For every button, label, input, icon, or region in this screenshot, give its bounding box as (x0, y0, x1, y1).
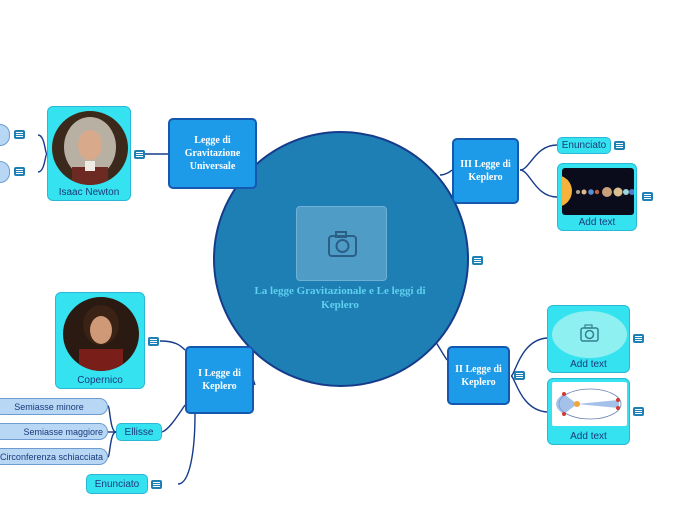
notes-icon[interactable] (633, 407, 644, 416)
semiasse-minore-label: Semiasse minore (14, 401, 84, 412)
semiasse-minore[interactable]: Semiasse minore (0, 398, 108, 415)
semiasse-maggiore[interactable]: Semiasse maggiore (0, 423, 108, 440)
central-image-placeholder[interactable] (296, 206, 387, 281)
orbit-diagram-image (552, 382, 627, 426)
topic-seconda-legge[interactable]: II Legge di Keplero (447, 346, 510, 405)
copernico-card[interactable]: Copernico (55, 292, 145, 389)
topic-prima-legge[interactable]: I Legge di Keplero (185, 346, 254, 414)
notes-icon[interactable] (642, 192, 653, 201)
enunciato-prima-label: Enunciato (94, 478, 140, 490)
solar-system-label: Add text (578, 217, 616, 228)
topic-terza-legge-label: III Legge di Keplero (460, 159, 511, 183)
topic-gravitazione[interactable]: Legge di Gravitazione Universale (168, 118, 257, 189)
newton-label: Isaac Newton (58, 187, 120, 198)
notes-icon[interactable] (614, 141, 625, 150)
newton-portrait (52, 111, 128, 185)
topic-gravitazione-label: Legge di Gravitazione Universale (184, 135, 241, 172)
circonferenza-schiacciata-label: Circonferenza schiacciata (0, 451, 103, 462)
orbit-diagram-label: Add text (570, 431, 607, 442)
central-title: La legge Gravitazionale e Le leggi di Ke… (254, 285, 426, 311)
notes-icon[interactable] (14, 167, 25, 176)
notes-icon[interactable] (148, 337, 159, 346)
notes-icon[interactable] (633, 334, 644, 343)
solar-system-image (562, 168, 634, 215)
camera-icon (328, 231, 357, 257)
topic-prima-legge-label: I Legge di Keplero (198, 368, 241, 392)
notes-icon[interactable] (151, 480, 162, 489)
semiasse-maggiore-label: Semiasse maggiore (23, 426, 103, 437)
enunciato-prima[interactable]: Enunciato (86, 474, 148, 494)
topic-terza-legge[interactable]: III Legge di Keplero (452, 138, 519, 204)
notes-icon[interactable] (134, 150, 145, 159)
photo-placeholder-label: Add text (570, 359, 607, 370)
copernico-portrait (63, 297, 139, 371)
photo-placeholder-card[interactable]: Add text (547, 305, 630, 373)
topic-seconda-legge-label: II Legge di Keplero (455, 363, 502, 388)
orbit-diagram-card[interactable]: Add text (547, 378, 630, 445)
notes-icon[interactable] (472, 256, 483, 265)
notes-icon[interactable] (514, 371, 525, 380)
solar-system-card[interactable]: Add text (557, 163, 637, 231)
camera-icon (580, 324, 599, 342)
copernico-label: Copernico (77, 375, 123, 386)
newton-card[interactable]: Isaac Newton (47, 106, 131, 201)
circonferenza-schiacciata[interactable]: Circonferenza schiacciata (0, 448, 108, 465)
ellisse-label: Ellisse (124, 426, 154, 438)
ellisse-node[interactable]: Ellisse (116, 423, 162, 441)
enunciato-terza[interactable]: Enunciato (557, 137, 611, 154)
enunciato-terza-label: Enunciato (561, 140, 607, 151)
photo-placeholder (552, 311, 627, 358)
notes-icon[interactable] (14, 130, 25, 139)
